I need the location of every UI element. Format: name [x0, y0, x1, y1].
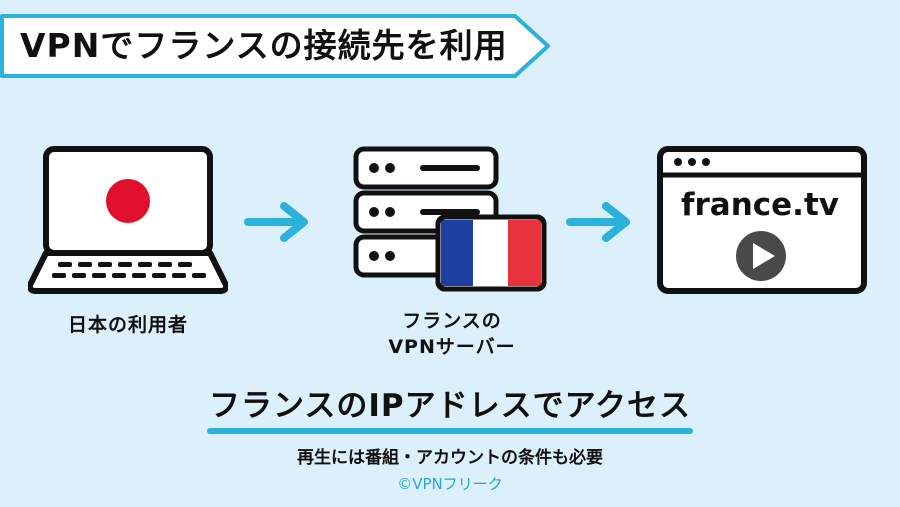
- subline-note: 再生には番組・アカウントの条件も必要: [297, 448, 603, 468]
- server-france-flag-icon: [353, 146, 547, 292]
- japan-flag-circle: [106, 179, 150, 223]
- browser-window-play-icon: [657, 146, 867, 294]
- title-banner: [0, 14, 550, 78]
- headline: フランスのIPアドレスでアクセス: [208, 388, 692, 424]
- node-label-server-line2: VPNサーバー: [388, 336, 516, 358]
- france-flag: [435, 214, 547, 292]
- laptop-japan-flag-icon: [28, 146, 228, 294]
- headline-underline: [207, 428, 693, 434]
- page-title: VPNでフランスの接続先を利用: [20, 26, 508, 65]
- arrow-right-icon: [566, 202, 630, 242]
- france-tv-logo: france.tv: [681, 187, 839, 223]
- node-label-server-line1: フランスの: [402, 310, 502, 332]
- arrow-right-icon: [244, 202, 308, 242]
- node-label-japan-user: 日本の利用者: [67, 314, 188, 336]
- play-icon: [736, 231, 786, 281]
- credit-text: ©VPNフリーク: [397, 475, 503, 493]
